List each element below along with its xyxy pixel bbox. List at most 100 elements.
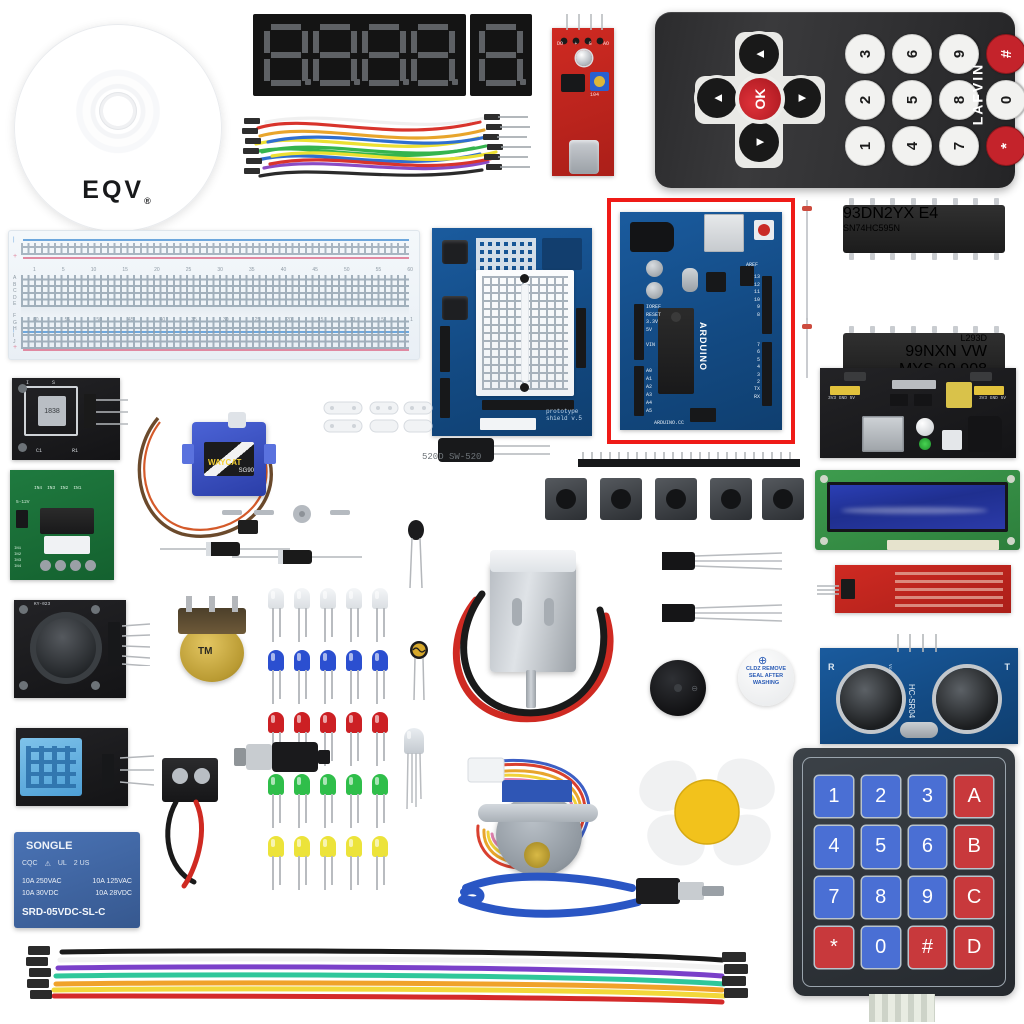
arduino-reset-button[interactable] (754, 220, 774, 240)
dht11-sensor-module (16, 728, 155, 806)
led-blue (372, 650, 388, 704)
keypad-key-d[interactable]: D (955, 926, 993, 968)
relay-rating-2: 10A 125VAC (92, 878, 132, 885)
keypad-key-hash[interactable]: # (908, 926, 947, 968)
arduino-analog-header[interactable] (634, 366, 644, 416)
remote-key-2[interactable]: 2 (845, 80, 885, 120)
arduino-icsp2-header[interactable] (740, 266, 754, 286)
keypad-key-7[interactable]: 7 (815, 876, 853, 918)
led-bulb (268, 650, 284, 671)
keypad-key-6[interactable]: 6 (908, 826, 947, 868)
microphone-capsule (569, 140, 599, 174)
led-bulb (372, 774, 388, 795)
remote-down-button[interactable]: ▼ (739, 122, 779, 162)
ic-l293d-line1: L293D (960, 333, 987, 343)
keypad-key-5[interactable]: 5 (861, 826, 900, 868)
led-legs (376, 856, 385, 890)
keypad-key-4[interactable]: 4 (815, 826, 853, 868)
remote-key-1[interactable]: 1 (845, 126, 885, 166)
tactile-push-button[interactable] (545, 478, 587, 520)
cd-brand-label: EQV® (82, 175, 154, 206)
keypad-key-0[interactable]: 0 (861, 926, 900, 968)
cd-hub (99, 92, 137, 131)
remote-up-button[interactable]: ▲ (739, 34, 779, 74)
shield-button-2[interactable] (442, 296, 468, 320)
joystick-module[interactable]: KY-023 (14, 600, 151, 698)
remote-key-7[interactable]: 7 (939, 126, 979, 166)
dht11-header[interactable] (102, 754, 114, 788)
sound-sensor-module: DO + G AO 104 (552, 14, 614, 176)
remote-left-button[interactable]: ▲ (697, 78, 737, 118)
remote-key-0[interactable]: 0 (986, 80, 1024, 120)
remote-key-4[interactable]: 4 (892, 126, 932, 166)
keypad-key-2[interactable]: 2 (861, 776, 900, 818)
arduino-power-header[interactable] (634, 304, 644, 360)
keypad-key-1[interactable]: 1 (815, 776, 853, 818)
uln2003-power-header[interactable] (16, 510, 28, 528)
ultrasonic-transducer-t (936, 668, 998, 730)
keypad-key-3[interactable]: 3 (908, 776, 947, 818)
arduino-icsp-header[interactable] (690, 408, 716, 422)
relay-brand: SONGLE (26, 840, 73, 852)
keypad-key-b[interactable]: B (955, 826, 993, 868)
pin-header-strip (578, 452, 800, 472)
remote-key-star[interactable]: * (986, 126, 1024, 166)
arduino-uno-board[interactable]: IOREF RESET 3.3V 5V VIN A0 A1 A2 A3 A4 A… (620, 212, 782, 430)
keypad-key-8[interactable]: 8 (861, 876, 900, 918)
lcd-pin-header[interactable] (887, 540, 999, 550)
joystick-knob[interactable] (30, 612, 102, 684)
keypad-key-star[interactable]: * (815, 926, 853, 968)
led-blue (320, 650, 336, 704)
sound-label-ao: AO (602, 41, 609, 47)
power-jumper-header[interactable] (946, 382, 972, 408)
potentiometer[interactable]: TM (168, 596, 256, 688)
remote-ok-button[interactable]: OK (739, 78, 781, 120)
relay-cert-cqc: CQC (22, 860, 38, 867)
tactile-push-button[interactable] (600, 478, 642, 520)
relay-rating-1: 10A 250VAC (22, 878, 62, 885)
keypad-key-a[interactable]: A (955, 776, 993, 818)
ultrasonic-crystal (900, 722, 938, 738)
tactile-push-button[interactable] (655, 478, 697, 520)
arduino-url-silk: ARDUINO.CC (654, 420, 685, 426)
arduino-power-jack (630, 222, 674, 252)
led-green (346, 774, 362, 828)
remote-right-button[interactable]: ▼ (781, 78, 821, 118)
led-blue (346, 650, 362, 704)
led-bulb (294, 650, 310, 671)
ultrasonic-pin-header[interactable] (892, 634, 942, 652)
tactile-push-button[interactable] (762, 478, 804, 520)
uln2003-motor-connector[interactable] (44, 536, 90, 554)
shift-register-ic: 93DN2YX E4 SN74HC595N (843, 198, 1005, 260)
led-blue (294, 650, 310, 704)
arduino-digital-header-low[interactable] (762, 342, 772, 406)
joystick-silk: KY-023 (34, 602, 51, 607)
remote-key-5[interactable]: 5 (892, 80, 932, 120)
tactile-push-button[interactable] (710, 478, 752, 520)
servo-horns (322, 396, 434, 460)
led-legs (272, 856, 281, 890)
joystick-header[interactable] (108, 622, 120, 666)
led-red (372, 712, 388, 766)
led-green (372, 774, 388, 828)
lcd-display-16x2 (815, 470, 1020, 550)
keypad-key-c[interactable]: C (955, 876, 993, 918)
ir-pin-header[interactable] (84, 394, 96, 428)
servo-output-shaft (228, 412, 246, 428)
segment-digit (411, 24, 459, 86)
power-switch[interactable] (942, 430, 962, 450)
arduino-digital-header-high[interactable] (762, 276, 772, 334)
water-sensor-header[interactable] (841, 579, 855, 599)
remote-key-hash[interactable]: # (986, 34, 1024, 74)
9v-battery-clip (150, 750, 260, 900)
led-green (294, 774, 310, 828)
remote-key-3[interactable]: 3 (845, 34, 885, 74)
remote-key-6[interactable]: 6 (892, 34, 932, 74)
keypad-key-9[interactable]: 9 (908, 876, 947, 918)
shield-button-1[interactable] (442, 240, 468, 264)
segment-digit (263, 24, 311, 86)
